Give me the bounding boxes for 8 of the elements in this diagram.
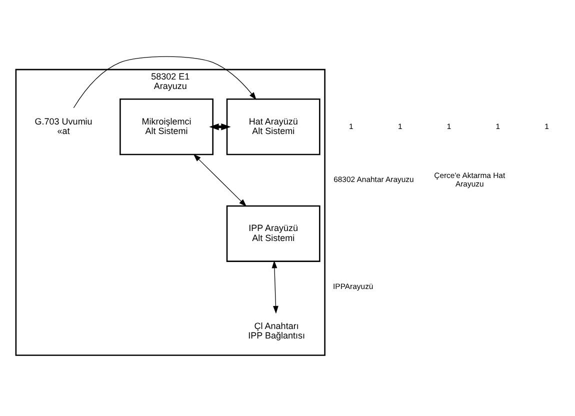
- node-text: G.703 Uvumiu «at: [34, 116, 92, 136]
- node-box: Hat Arayüzü Alt Sistemi: [226, 98, 320, 155]
- arrow: [73, 56, 256, 108]
- arrow: [272, 260, 278, 314]
- node-box: Mikroişlemci Alt Sistemi: [120, 98, 214, 155]
- node-text: Çl Anahtarı IPP Bağlantısı: [248, 320, 305, 340]
- arrow: [193, 153, 247, 206]
- node-box: IPP Arayüzü Alt Sistemi: [226, 204, 320, 262]
